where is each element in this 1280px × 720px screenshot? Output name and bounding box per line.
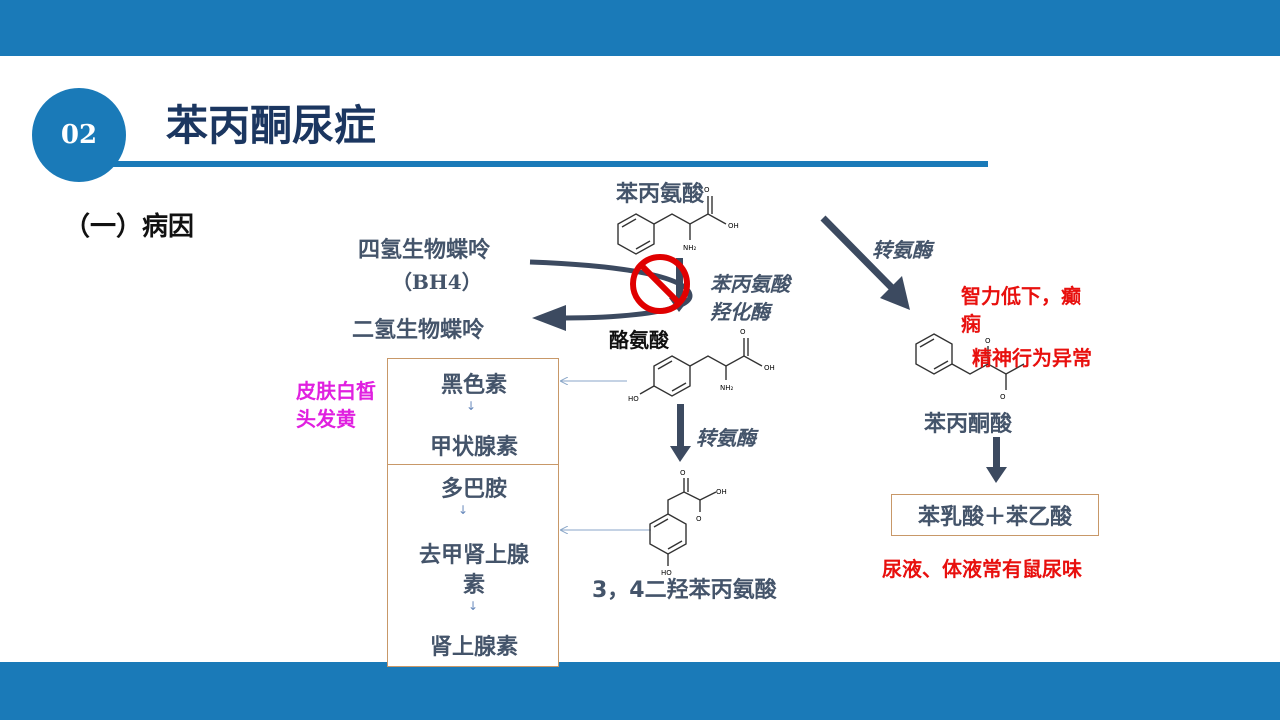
- hydroxylase-arrow-shaft: [676, 258, 683, 300]
- catecholamine-box: 多巴胺 ↓ 去甲肾上腺 素 ↓ 肾上腺素: [387, 464, 559, 667]
- dopamine-label: 多巴胺: [440, 477, 507, 502]
- products-arrow-shaft: [993, 437, 1000, 469]
- dopa-structure: [649, 478, 717, 566]
- section-heading: （一）病因: [64, 212, 195, 242]
- tyr-atom-o: O: [740, 328, 746, 336]
- thyroxine-label: 甲状腺素: [429, 435, 518, 460]
- melanin-box: 黑色素 ↓ 甲状腺素: [387, 358, 559, 466]
- ppa-atom-o: O: [985, 337, 991, 345]
- arrow-down-icon: ↓: [458, 503, 469, 517]
- cns-symptom-line-1: 智力低下，癫: [961, 284, 1081, 308]
- phe-atom-o: O: [704, 186, 710, 194]
- tyr-transaminase-arrow-head: [670, 446, 691, 462]
- phe-transaminase-arrow-shaft: [820, 215, 897, 293]
- norepinephrine-label-1: 去甲肾上腺: [418, 543, 529, 568]
- tyr-transaminase-arrow-shaft: [677, 404, 684, 448]
- products-box: 苯乳酸＋苯乙酸: [891, 494, 1099, 536]
- cns-symptom-line-3: 精神行为异常: [972, 346, 1092, 370]
- top-banner: [0, 0, 1280, 56]
- norepinephrine-label-2: 素: [462, 573, 485, 598]
- prohibition-icon: [630, 254, 690, 314]
- bh4-arrow-head: [532, 305, 566, 331]
- phenylalanine-structure: [617, 196, 727, 255]
- bottom-banner: [0, 662, 1280, 720]
- dopa-atom-o: O: [680, 469, 686, 477]
- bh4-cofactor-arrow: [529, 259, 693, 321]
- melanin-label: 黑色素: [440, 373, 507, 398]
- phe-atom-nh2: NH₂: [683, 244, 697, 252]
- phe-atom-oh: OH: [728, 222, 739, 230]
- odor-symptom: 尿液、体液常有鼠尿味: [882, 557, 1082, 581]
- slide-title: 苯丙酮尿症: [166, 101, 377, 150]
- phenylpyruvate-structure: [915, 333, 1025, 390]
- arrow-down-icon: ↓: [468, 599, 479, 613]
- title-underline: [110, 161, 988, 167]
- dopa-atom-ho: HO: [661, 569, 672, 577]
- dopa-label: 3，4二羟苯丙氨酸: [592, 578, 777, 603]
- dopa-atom-o2: O: [696, 515, 702, 523]
- hydroxylase-enzyme-label-2: 羟化酶: [710, 300, 770, 324]
- bh4-abbrev-label: （BH4）: [392, 270, 482, 294]
- bh4-label: 四氢生物蝶呤: [358, 238, 491, 263]
- cns-symptom-line-2: 痫: [961, 312, 981, 336]
- skin-symptom-line-1: 皮肤白皙: [296, 379, 376, 403]
- hydroxylase-enzyme-label-1: 苯丙氨酸: [710, 272, 790, 296]
- ppa-atom-o2: O: [1000, 393, 1006, 401]
- tyr-atom-ho: HO: [628, 395, 639, 403]
- products-arrow-head: [986, 467, 1007, 483]
- tyrosine-label: 酪氨酸: [609, 328, 669, 352]
- dihydrobiopterin-label: 二氢生物蝶呤: [352, 318, 485, 343]
- transaminase-left-label: 转氨酶: [696, 426, 756, 450]
- transaminase-right-label: 转氨酶: [872, 238, 932, 262]
- phenylpyruvate-label: 苯丙酮酸: [924, 412, 1013, 437]
- dopa-atom-oh: OH: [716, 488, 727, 496]
- tyr-atom-nh2: NH₂: [720, 384, 734, 392]
- phenylalanine-label: 苯丙氨酸: [616, 182, 705, 207]
- tyr-atom-oh: OH: [764, 364, 775, 372]
- phe-transaminase-arrow-head: [880, 276, 910, 310]
- epinephrine-label: 肾上腺素: [429, 635, 518, 660]
- skin-symptom-line-2: 头发黄: [296, 407, 356, 431]
- arrow-down-icon: ↓: [466, 399, 477, 413]
- tyrosine-structure: [639, 338, 763, 397]
